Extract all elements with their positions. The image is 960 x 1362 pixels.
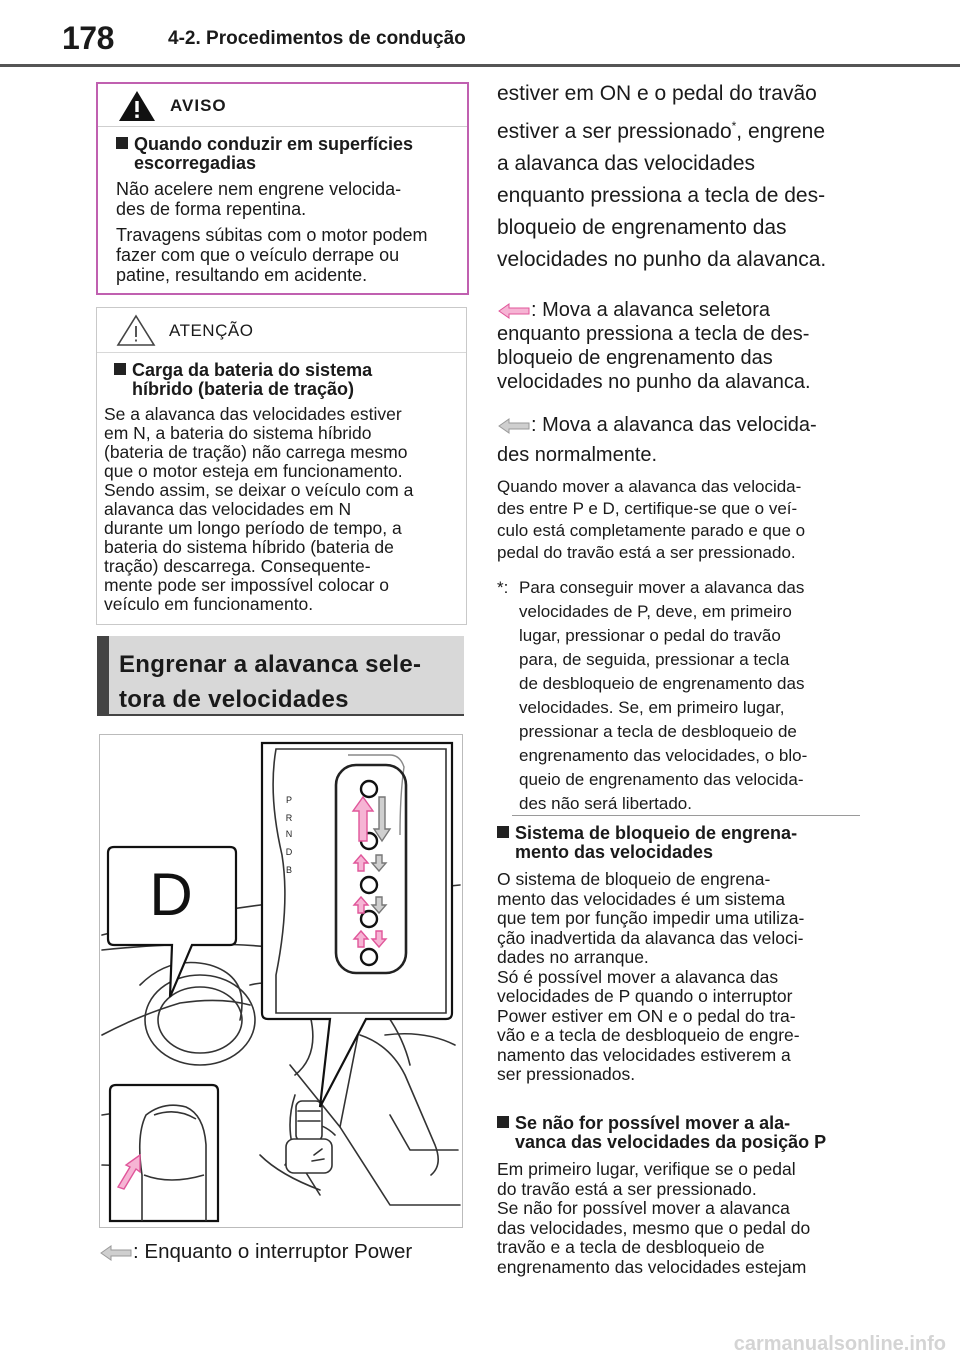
- attention-header: ATENÇÃO: [97, 308, 466, 353]
- lock-section: Sistema de bloqueio de engrena- mento da…: [497, 824, 867, 1085]
- gate-label-r: R: [286, 813, 293, 823]
- footnote-line: pressionar a tecla de desbloqueio de: [519, 722, 797, 741]
- attention-body-line: em N, a bateria do sistema híbrido: [104, 423, 372, 443]
- lock-body-line: ção inadvertida da alavanca das veloci-: [497, 927, 804, 948]
- lock-body-line: dades no arranque.: [497, 947, 649, 967]
- attention-body-line: Se a alavanca das velocidades estiver: [104, 404, 402, 424]
- bullet-square: [497, 826, 509, 838]
- attention-body-line: veículo em funcionamento.: [104, 594, 314, 614]
- continued-paragraph: estiver em ON e o pedal do travão estive…: [497, 82, 827, 271]
- section-heading: Engrenar a alavanca sele-tora de velocid…: [119, 651, 422, 713]
- p-body-line: travão e a tecla de desbloqueio de: [497, 1237, 765, 1257]
- lock-body-line: O sistema de bloqueio de engrena-: [497, 869, 771, 889]
- note-paragraph: Quando mover a alavanca das velocida- de…: [497, 477, 806, 562]
- attention-body-line: Sendo assim, se deixar o veículo com a: [104, 480, 414, 500]
- footnote-line: des não será libertado.: [519, 794, 692, 813]
- p-body-line: engrenamento das velocidades estejam: [497, 1256, 807, 1277]
- right-column: estiver em ON e o pedal do travão estive…: [497, 78, 867, 816]
- figure-caption: : Enquanto o interruptor Power: [99, 1240, 412, 1264]
- p-section: Se não for possível mover a ala- vanca d…: [497, 1114, 867, 1277]
- footnote-line: engrenamento das velocidades, o blo-: [519, 746, 808, 765]
- header-rule: [0, 64, 960, 67]
- attention-heading: Carga da bateria do sistema híbrido (bat…: [104, 361, 466, 399]
- p-body-line: do travão está a ser pressionado.: [497, 1178, 757, 1199]
- attention-body-line: mente pode ser impossível colocar o: [104, 575, 389, 595]
- warning-heading: Quando conduzir em superfícies escorrega…: [116, 135, 467, 173]
- warning-header: AVISO: [98, 84, 467, 127]
- p-body-line: das velocidades, mesmo que o pedal do: [497, 1217, 811, 1238]
- knob-inset: [108, 1083, 220, 1223]
- bullet-square: [114, 363, 126, 375]
- attention-body-line: bateria do sistema híbrido (bateria de: [104, 537, 394, 557]
- gray-arrow-icon: [498, 417, 530, 434]
- bullet-square: [497, 1116, 509, 1128]
- footnote-body: Para conseguir mover a alavanca das veloc…: [519, 576, 867, 816]
- page-number: 178: [62, 20, 114, 56]
- footnote-mark: *:: [497, 578, 509, 597]
- gate-label-d: D: [286, 847, 293, 857]
- warning-label: AVISO: [170, 96, 227, 115]
- p-body-line: Se não for possível mover a alavanca: [497, 1198, 790, 1218]
- footnote-line: queio de engrenamento das velocida-: [519, 770, 804, 789]
- lock-body-line: velocidades de P quando o interruptor: [497, 986, 793, 1006]
- footnote-line: Para conseguir mover a alavanca das: [519, 578, 805, 597]
- lock-body-line: namento das velocidades estiverem a: [497, 1044, 791, 1065]
- footnote: *: Para conseguir mover a alavanca das ve…: [497, 576, 867, 816]
- gray-arrow-icon: [100, 1244, 132, 1261]
- footnote-line: lugar, pressionar o pedal do travão: [519, 626, 781, 645]
- p-body-line: Em primeiro lugar, verifique se o pedal: [497, 1159, 796, 1179]
- footnote-line: para, de seguida, pressionar a tecla: [519, 650, 790, 669]
- gate-label-b: B: [286, 865, 292, 875]
- callout-bubble: [106, 845, 238, 998]
- attention-body-line: tração) descarrega. Consequente-: [104, 556, 371, 576]
- lock-body: O sistema de bloqueio de engrena-mento d…: [497, 869, 867, 1085]
- attention-body-line: (bateria de tração) não carrega mesmo: [104, 442, 408, 462]
- pink-arrow-paragraph: : Mova a alavanca seletora enquanto pres…: [497, 299, 811, 393]
- gate-callout: [260, 741, 454, 1108]
- shift-lever-figure: D P R N D B: [99, 734, 463, 1228]
- footnote-line: de desbloqueio de engrenamento das: [519, 674, 805, 693]
- attention-body-line: que o motor esteja em funcionamento.: [104, 461, 403, 481]
- attention-label: ATENÇÃO: [169, 321, 254, 340]
- watermark: carmanualsonline.info: [733, 1333, 946, 1355]
- gray-arrow-paragraph: : Mova a alavanca das velocida- des norm…: [497, 414, 817, 466]
- attention-body-line: alavanca das velocidades em N: [104, 499, 352, 519]
- callout-letter: D: [149, 861, 192, 928]
- caution-triangle-icon: [116, 314, 156, 346]
- lock-body-line: que tem por função impedir uma utiliza-: [497, 908, 805, 928]
- warning-para-1: Não acelere nem engrene velocida-des de …: [116, 179, 402, 219]
- p-heading: Se não for possível mover a ala- vanca d…: [497, 1114, 867, 1152]
- lock-body-line: Power estiver em ON e o pedal do tra-: [497, 1005, 796, 1026]
- lock-body-line: ser pressionados.: [497, 1064, 636, 1084]
- divider-rule: [512, 815, 860, 816]
- attention-box: ATENÇÃO Carga da bateria do sistema híbr…: [96, 307, 467, 625]
- bullet-square: [116, 137, 128, 149]
- gate-label-p: P: [286, 795, 292, 805]
- warning-triangle-icon: [119, 91, 155, 121]
- lock-heading: Sistema de bloqueio de engrena- mento da…: [497, 824, 867, 862]
- section-heading-band: Engrenar a alavanca sele-tora de velocid…: [97, 636, 464, 716]
- footnote-line: velocidades. Se, em primeiro lugar,: [519, 698, 785, 717]
- section-title: 4-2. Procedimentos de condução: [168, 28, 466, 49]
- attention-body-line: durante um longo período de tempo, a: [104, 518, 402, 538]
- shift-lever-illustration: D P R N D B: [101, 741, 461, 1223]
- lock-body-line: mento das velocidades é um sistema: [497, 888, 785, 909]
- footnote-line: velocidades de P, deve, em primeiro: [519, 602, 792, 621]
- lock-body-line: vão e a tecla de desbloqueio de engre-: [497, 1025, 800, 1045]
- pink-arrow-icon: [498, 302, 530, 319]
- lock-body-line: Só é possível mover a alavanca das: [497, 966, 779, 987]
- pink-press-arrow: [116, 1153, 141, 1190]
- gate-label-n: N: [286, 829, 293, 839]
- warning-box: AVISO Quando conduzir em superfícies esc…: [96, 82, 469, 295]
